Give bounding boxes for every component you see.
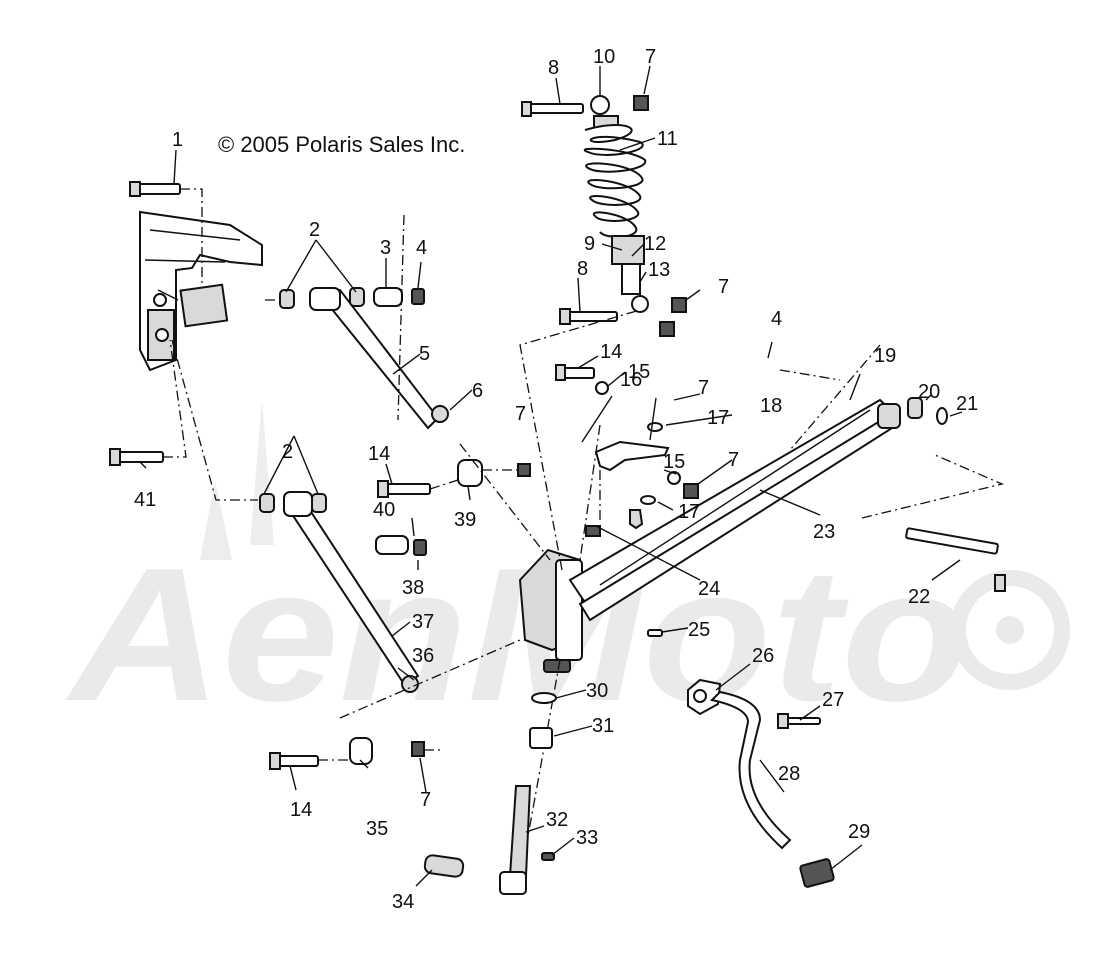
- callout-17a: 17: [707, 407, 729, 429]
- callout-30: 30: [586, 680, 608, 702]
- leader-lines: [139, 65, 963, 887]
- callout-2a: 2: [309, 219, 320, 241]
- callout-28: 28: [778, 763, 800, 785]
- callout-10: 10: [593, 46, 615, 68]
- callout-22: 22: [908, 586, 930, 608]
- callout-14a: 14: [600, 341, 622, 363]
- callout-4b: 4: [771, 308, 782, 330]
- callout-labels: 1 2 3 4 5 6 7 8 9 10 11 12 13 8 7 14 15 …: [134, 46, 978, 913]
- lower-joint-35: [269, 639, 521, 770]
- callout-5: 5: [419, 343, 430, 365]
- callout-15b: 15: [663, 451, 685, 473]
- brake-pedal-assembly: [687, 678, 835, 888]
- callout-2b: 2: [282, 441, 293, 463]
- bolt-41: [109, 339, 187, 466]
- frame-bracket: [139, 210, 263, 372]
- callout-9: 9: [584, 233, 595, 255]
- callout-4a: 4: [416, 237, 427, 259]
- callout-32: 32: [546, 809, 568, 831]
- callout-14c: 14: [368, 443, 390, 465]
- callout-23: 23: [813, 521, 835, 543]
- callout-41: 41: [134, 489, 156, 511]
- mount-bracket-16: [555, 321, 699, 537]
- callout-21: 21: [956, 393, 978, 415]
- bolt-1: [129, 181, 203, 285]
- callout-6: 6: [472, 380, 483, 402]
- callout-7b: 7: [718, 276, 729, 298]
- callout-40: 40: [373, 499, 395, 521]
- callout-25: 25: [688, 619, 710, 641]
- callout-8b: 8: [577, 258, 588, 280]
- callout-7f: 7: [515, 403, 526, 425]
- callout-7d: 7: [728, 449, 739, 471]
- callout-36: 36: [412, 645, 434, 667]
- callout-17b: 17: [678, 501, 700, 523]
- callout-34: 34: [392, 891, 414, 913]
- callout-12: 12: [644, 233, 666, 255]
- callout-3: 3: [380, 237, 391, 259]
- coil-spring: [583, 124, 647, 238]
- callout-7c: 7: [698, 377, 709, 399]
- callout-20: 20: [918, 381, 940, 403]
- trailing-arm: [568, 344, 1006, 622]
- callout-8a: 8: [548, 57, 559, 79]
- callout-16: 16: [620, 369, 642, 391]
- callout-33: 33: [576, 827, 598, 849]
- callout-38: 38: [402, 577, 424, 599]
- callout-19: 19: [874, 345, 896, 367]
- callout-11: 11: [657, 128, 678, 150]
- copyright-notice: © 2005 Polaris Sales Inc.: [218, 132, 466, 157]
- callout-14b: 14: [290, 799, 312, 821]
- callout-37: 37: [412, 611, 434, 633]
- callout-29: 29: [848, 821, 870, 843]
- callout-13: 13: [648, 259, 670, 281]
- callout-35: 35: [366, 818, 388, 840]
- callout-18: 18: [760, 395, 782, 417]
- callout-1: 1: [172, 129, 183, 151]
- callout-24: 24: [698, 578, 720, 600]
- upper-joint-39: [377, 443, 551, 561]
- upper-a-arm: [265, 214, 449, 430]
- callout-26: 26: [752, 645, 774, 667]
- callout-15a: 15: [628, 361, 650, 383]
- callout-7a: 7: [645, 46, 656, 68]
- callout-27: 27: [822, 689, 844, 711]
- callout-39: 39: [454, 509, 476, 531]
- callout-31: 31: [592, 715, 614, 737]
- lower-a-arm: [171, 339, 427, 693]
- steering-post: [423, 629, 663, 895]
- callout-7e: 7: [420, 789, 431, 811]
